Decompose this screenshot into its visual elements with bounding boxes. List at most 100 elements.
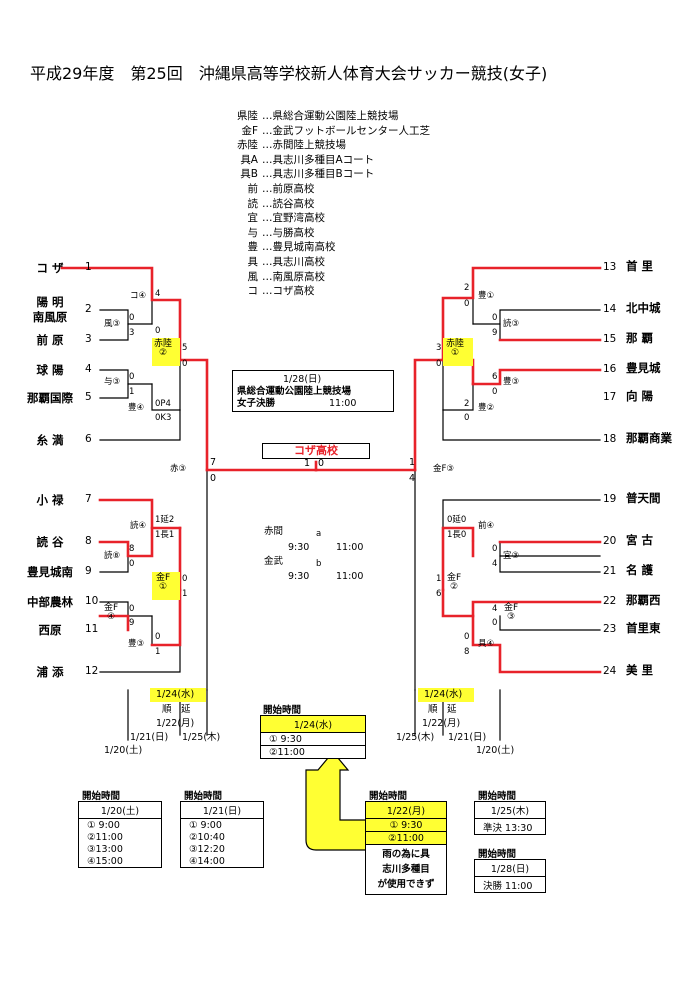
legend-abbr: 金F: [241, 124, 258, 137]
venue-r-g6: 宜③: [503, 551, 520, 561]
start-box-date: 1/22(月): [366, 802, 446, 819]
date-highlight-r: [418, 688, 474, 702]
team-name-right: 那覇商業: [626, 431, 672, 445]
start-box-title: 開始時間: [478, 791, 517, 802]
team-number-right: 17: [603, 391, 617, 403]
legend-name: …赤間陸上競技場: [262, 139, 346, 152]
venue-r-g2: 読③: [503, 319, 520, 329]
start-box-note: 雨の為に具 志川多種目 が使用できず: [377, 849, 435, 890]
team-name-right: 名 護: [626, 563, 654, 577]
date-l-r1: 1/20(土): [104, 745, 143, 756]
start-box-title: 開始時間: [82, 791, 121, 802]
final-info-box: 1/28(日) 県総合運動公園陸上競技場 女子決勝 11:00: [232, 370, 394, 412]
start-box-line: ① 9:00: [189, 820, 222, 831]
score-r-12: 4: [492, 559, 498, 569]
team-name-right: 首里東: [626, 621, 661, 635]
legend-name: …前原高校: [262, 183, 315, 195]
date-r-2nd: 1/22(月): [422, 718, 461, 729]
score-r-5: 6: [492, 372, 498, 382]
score-r-qf2a: 1: [436, 574, 442, 584]
score-l-5: 0: [129, 372, 135, 382]
team-name-left: 読 谷: [36, 535, 64, 549]
team-name-right: 向 陽: [626, 389, 654, 403]
venue-l-qf1: 赤陸 ②: [154, 339, 173, 358]
team-name-left: 豊見城南: [27, 565, 73, 579]
venue-l-g4: 豊④: [128, 403, 145, 413]
score-r-1: 2: [464, 283, 470, 293]
score-r-13: 4: [492, 604, 498, 614]
start-box-title: 開始時間: [369, 791, 408, 802]
start-box-line: ②11:00: [366, 832, 446, 845]
start-box-line: ②11:00: [87, 832, 123, 843]
score-r-15: 0: [464, 632, 470, 642]
final-time: 11:00: [329, 398, 357, 409]
score-l-qf2b: 1: [182, 589, 188, 599]
date-r-r1: 1/20(土): [476, 745, 515, 756]
team-name-left: コ ザ: [36, 261, 64, 275]
score-l-6: 1: [129, 387, 135, 397]
team-name-left: 浦 添: [36, 665, 64, 679]
venue-r-g3: 豊③: [503, 377, 520, 387]
start-box-line: 準決 13:30: [483, 823, 533, 834]
team-name-left: 中部農林: [27, 595, 73, 609]
score-l-sf-a: 7: [210, 457, 217, 468]
venue-l-sf: 赤③: [170, 464, 187, 474]
team-number-left: 6: [85, 433, 92, 445]
venue-r-g4: 豊②: [478, 403, 495, 413]
team-name-left: 糸 満: [36, 433, 64, 447]
score-l-1: 4: [155, 289, 161, 299]
date-highlight-l: [150, 688, 206, 702]
start-box-line: ④15:00: [87, 856, 123, 867]
score-l-4: 3: [129, 328, 135, 338]
start-center-title: 開始時間: [263, 705, 302, 716]
team-number-right: 15: [603, 333, 617, 345]
start-box-date: 1/21(日): [181, 802, 263, 819]
date-r-sf: 1/25(木): [396, 732, 435, 743]
start-center-date: 1/24(水): [261, 716, 365, 733]
team-number-left: 8: [85, 535, 92, 547]
legend-abbr: 宜: [247, 212, 259, 225]
legend-name: …与勝高校: [262, 226, 315, 239]
start-center-t2: ②11:00: [269, 747, 305, 758]
start-box-date: 1/20(土): [79, 802, 161, 819]
legend-abbr: 与: [247, 226, 259, 239]
center-sched-l4b: 11:00: [336, 571, 364, 582]
team-number-left: 1: [85, 261, 92, 273]
score-l-8: 0K3: [155, 413, 172, 423]
center-sched-l2b: 11:00: [336, 542, 364, 553]
team-name-right: 那覇西: [626, 593, 661, 607]
team-number-left: 7: [85, 493, 92, 505]
final-label: 女子決勝: [237, 398, 276, 409]
venue-r-g5: 前④: [478, 521, 495, 531]
team-number-right: 18: [603, 433, 617, 445]
venue-l-g5: 読④: [130, 521, 147, 531]
start-center-box: 1/24(水) ① 9:30 ②11:00: [260, 715, 366, 759]
score-r-qf2b: 6: [436, 589, 442, 599]
date-l-2nd: 1/22(月): [156, 718, 195, 729]
venue-l-qf2: 金F ①: [156, 573, 171, 592]
final-date: 1/28(日): [283, 374, 322, 385]
team-number-left: 12: [85, 665, 99, 677]
date-l-qf: 1/24(水): [156, 689, 195, 700]
team-name-right: 普天間: [626, 491, 661, 505]
legend-name: …宜野湾高校: [262, 212, 325, 225]
team-name-left: 球 陽: [36, 363, 64, 377]
team-name-left: 陽 明 南風原: [32, 295, 68, 324]
venue-r-g1: 豊①: [478, 291, 495, 301]
legend-name: …具志川高校: [262, 256, 325, 268]
date-l-r2: 1/21(日): [130, 732, 169, 743]
score-r-sf-a: 1: [409, 457, 416, 468]
venue-l-g1: コ④: [130, 291, 147, 301]
score-r-3: 0: [492, 313, 498, 323]
team-name-right: 首 里: [626, 259, 654, 273]
legend-abbr: 前: [247, 183, 259, 195]
start-box-title: 開始時間: [478, 849, 517, 860]
team-number-right: 23: [603, 623, 617, 635]
score-r-14: 0: [492, 618, 498, 628]
score-r-4: 9: [492, 328, 498, 338]
score-l-15: 0: [155, 632, 161, 642]
team-name-right: 宮 古: [626, 533, 654, 547]
score-l-16: 1: [155, 647, 161, 657]
